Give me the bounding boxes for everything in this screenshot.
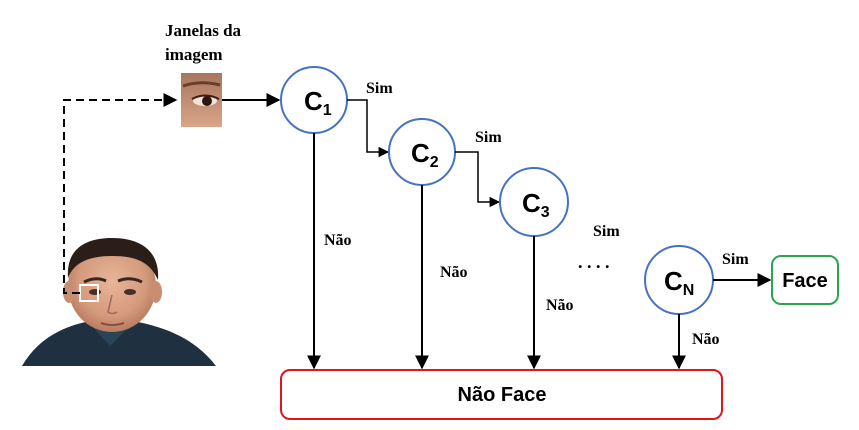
eye-crop-photo xyxy=(181,73,222,127)
label-nao-3: Não xyxy=(546,297,574,314)
label-nao-4: Não xyxy=(692,331,720,348)
face-output-label: Face xyxy=(782,270,828,292)
face-output-box: Face xyxy=(771,255,839,305)
svg-text:CN: CN xyxy=(664,266,694,299)
svg-text:C3: C3 xyxy=(522,188,550,221)
caption-line-1: Janelas da xyxy=(165,21,242,40)
label-nao-2: Não xyxy=(440,264,468,281)
non-face-output-box: Não Face xyxy=(280,369,723,420)
non-face-output-label: Não Face xyxy=(458,384,547,406)
label-sim-3: Sim xyxy=(593,223,620,240)
label-nao-1: Não xyxy=(324,232,352,249)
arrow-c2-to-c3 xyxy=(455,151,501,208)
ellipsis: . . . . xyxy=(578,252,610,272)
label-sim-2: Sim xyxy=(475,129,502,146)
face-photo xyxy=(0,236,220,366)
classifier-cn: CN xyxy=(644,245,714,315)
classifier-c1: C1 xyxy=(280,66,348,134)
svg-text:C2: C2 xyxy=(411,138,439,171)
classifier-c2: C2 xyxy=(388,118,456,186)
label-sim-4: Sim xyxy=(722,251,749,268)
caption-line-2: imagem xyxy=(165,45,223,64)
arrow-c1-to-c2 xyxy=(347,99,390,158)
label-sim-1: Sim xyxy=(366,80,393,97)
classifier-c3: C3 xyxy=(499,167,569,237)
svg-text:C1: C1 xyxy=(304,86,332,119)
dashed-link-path xyxy=(63,93,178,294)
